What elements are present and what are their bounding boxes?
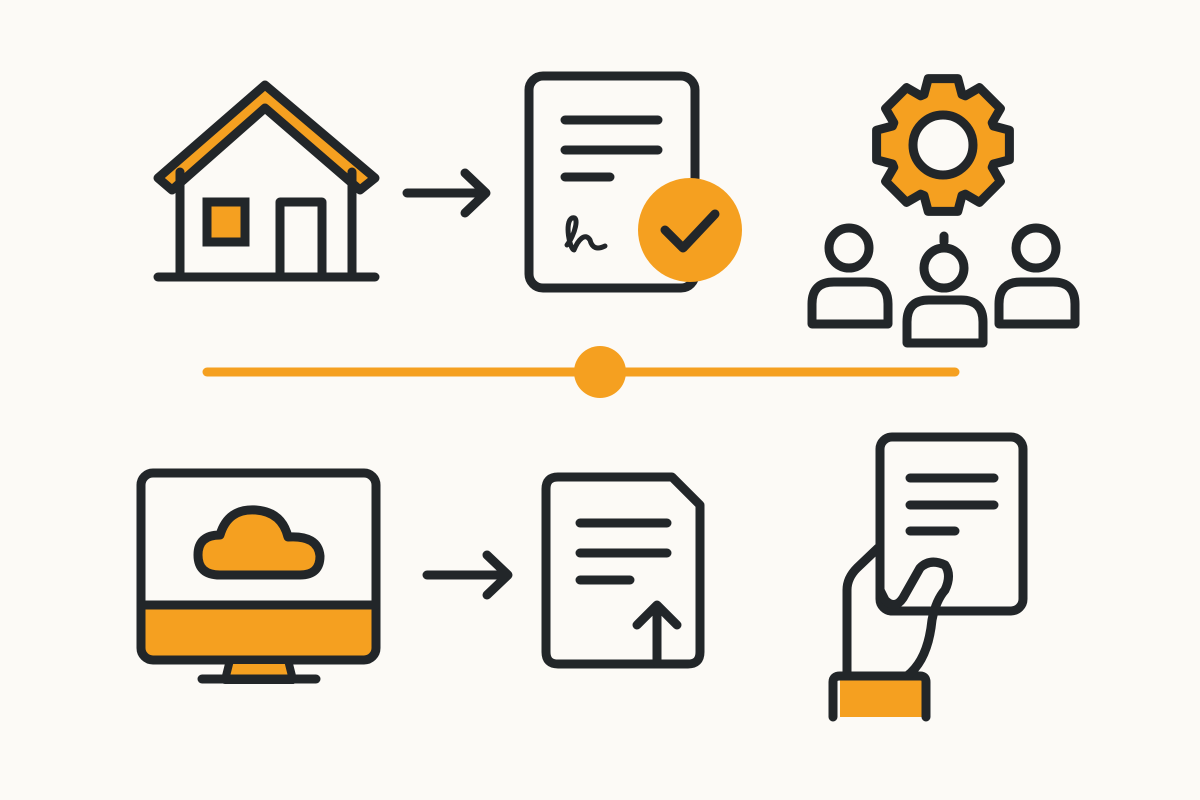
arrow-right-icon — [402, 168, 491, 218]
hand-holding-document-icon — [828, 432, 1028, 722]
cloud-icon — [193, 505, 325, 580]
gear-icon — [872, 74, 1014, 216]
arrow-right-icon — [422, 550, 513, 600]
timeline-dot — [574, 346, 626, 398]
person-icon — [919, 243, 969, 293]
person-icon — [824, 223, 874, 273]
cloud-monitor-icon — [136, 468, 381, 684]
signed-document-icon — [524, 71, 742, 293]
house-icon — [153, 80, 380, 282]
check-badge-icon — [638, 178, 742, 282]
team-icon — [807, 223, 1080, 348]
upload-file-icon — [541, 472, 705, 669]
person-icon — [1011, 223, 1061, 273]
cuff — [840, 678, 923, 717]
